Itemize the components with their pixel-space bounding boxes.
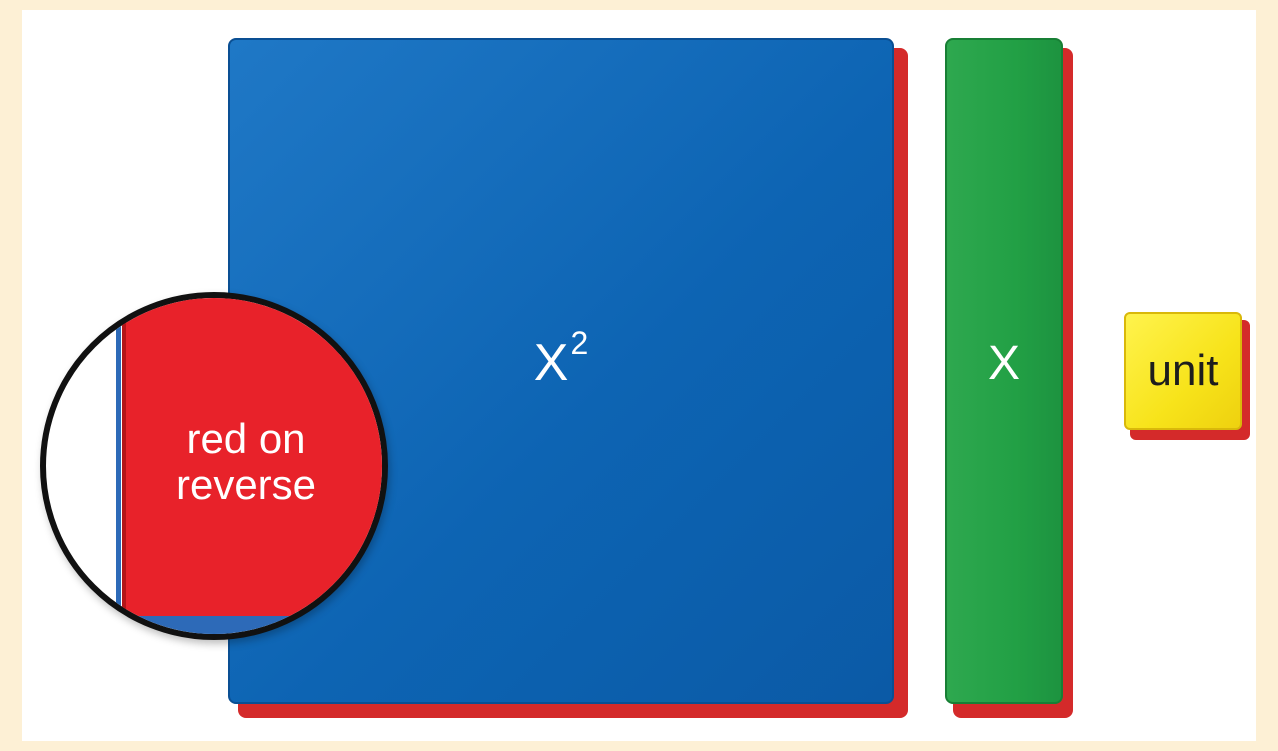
unit-label: unit bbox=[1148, 346, 1219, 396]
x-tile-face: X bbox=[945, 38, 1063, 704]
magnifier-caption: red on reverse bbox=[156, 416, 336, 508]
unit-tile-face: unit bbox=[1124, 312, 1242, 430]
unit-tile: unit bbox=[1124, 312, 1250, 440]
x-label: X bbox=[988, 336, 1020, 391]
x-squared-exponent: 2 bbox=[570, 325, 588, 361]
x-squared-label: X2 bbox=[534, 337, 588, 389]
magnifier-circle: red on reverse bbox=[40, 292, 388, 640]
magnified-blue-edge bbox=[116, 292, 121, 628]
x-squared-base: X bbox=[534, 334, 569, 392]
x-tile: X bbox=[945, 38, 1073, 718]
